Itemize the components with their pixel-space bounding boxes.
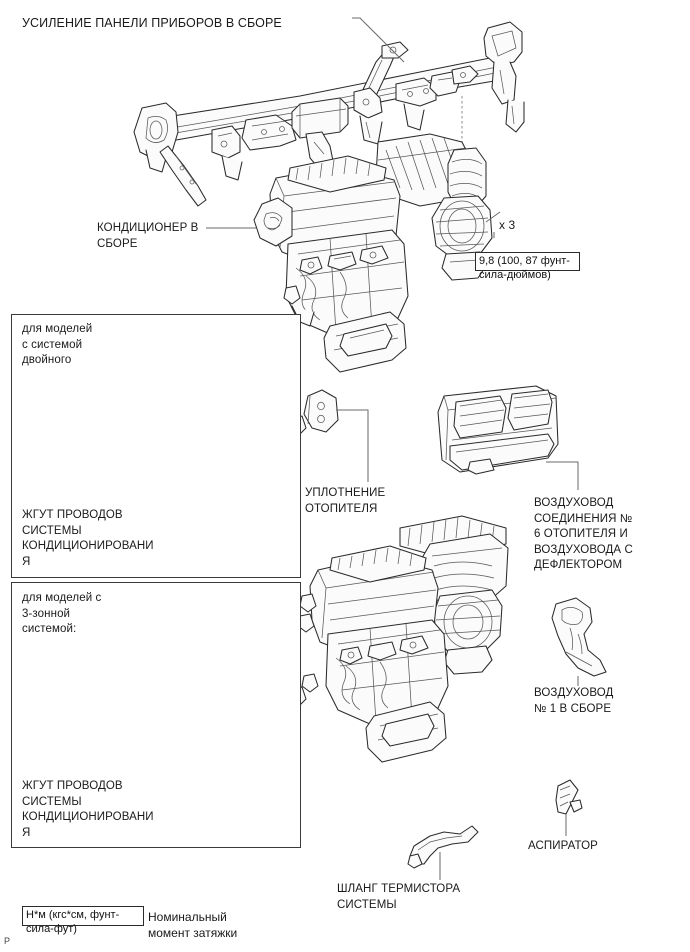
panel-3zone-system-part-label: ЖГУТ ПРОВОДОВ СИСТЕМЫ КОНДИЦИОНИРОВАНИ Я (22, 780, 154, 839)
heater-seal-art (303, 389, 339, 433)
instrument-panel-reinforcement-art (133, 17, 525, 215)
connecting-duct-no6-art (437, 385, 559, 475)
panel-dual-system-part-label: ЖГУТ ПРОВОДОВ СИСТЕМЫ КОНДИЦИОНИРОВАНИ Я (22, 509, 154, 568)
callout-ac-assembly: КОНДИЦИОНЕР В СБОРЕ (97, 222, 199, 250)
duct-no1-art (551, 597, 607, 677)
callout-thermistor-hose: ШЛАНГ ТЕРМИСТОРА СИСТЕМЫ (337, 883, 461, 911)
panel-dual-system (11, 314, 301, 578)
corner-mark: P (4, 936, 11, 946)
footer-unit-box: Н*м (кгс*см, фунт- сила-фут) (22, 906, 144, 935)
thermistor-hose-art (407, 825, 479, 869)
panel-3zone-system-header: для моделей с 3-зонной системой: (22, 592, 102, 635)
callout-aspirator: АСПИРАТОР (528, 840, 598, 852)
callout-heater-seal: УПЛОТНЕНИЕ ОТОПИТЕЛЯ (305, 487, 386, 515)
callout-quantity-x3: x 3 (499, 218, 516, 232)
callout-connecting-duct-no6: ВОЗДУХОВОД СОЕДИНЕНИЯ № 6 ОТОПИТЕЛЯ И ВО… (534, 497, 633, 571)
footer-description: Номинальный момент затяжки (148, 910, 238, 940)
aspirator-art (555, 779, 583, 815)
torque-spec-box: 9,8 (100, 87 фунт- сила-дюймов) (475, 252, 580, 281)
callout-duct-no1: ВОЗДУХОВОД № 1 В СБОРЕ (534, 687, 614, 715)
panel-dual-system-header: для моделей с системой двойного (22, 323, 93, 366)
panel-3zone-system (11, 582, 301, 848)
page-title: УСИЛЕНИЕ ПАНЕЛИ ПРИБОРОВ В СБОРЕ (22, 16, 282, 30)
heater-unit-lower-art (297, 515, 509, 763)
